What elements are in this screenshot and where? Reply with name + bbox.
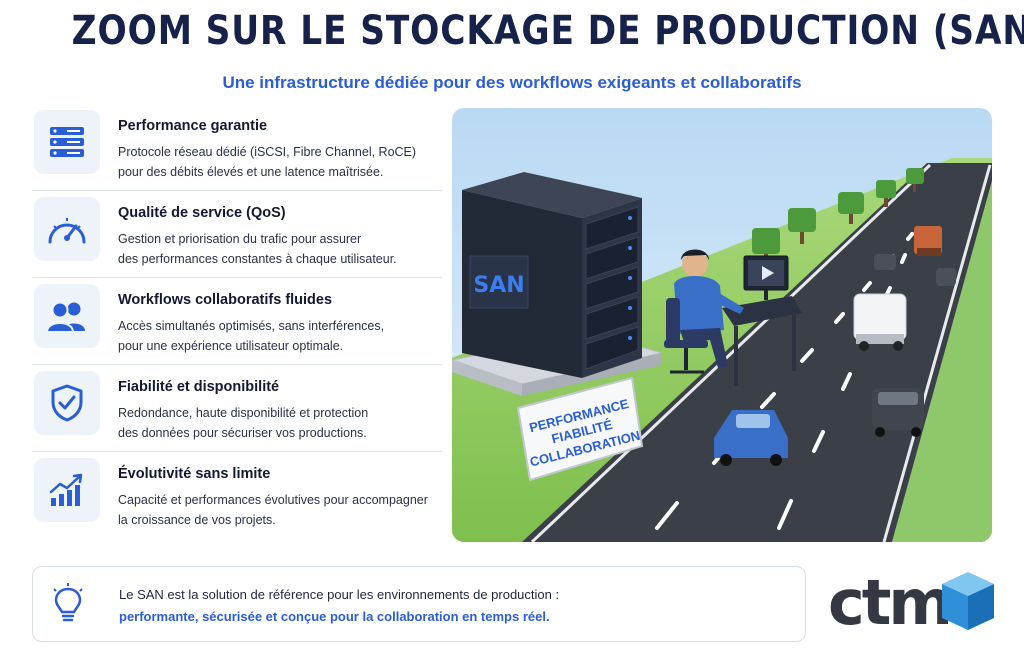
san-illustration: SAN PERFORMANCE FIABILITÉ COLLABORATION — [452, 108, 992, 542]
feature-desc-line1: Capacité et performances évolutives pour… — [118, 493, 428, 507]
logo-text: ctm — [828, 566, 953, 639]
editor-workstation — [664, 249, 802, 386]
feature-title: Fiabilité et disponibilité — [118, 379, 280, 395]
page-title: ZOOM SUR LE STOCKAGE DE PRODUCTION (SAN) — [71, 8, 1024, 54]
page-subtitle: Une infrastructure dédiée pour des workf… — [222, 73, 802, 92]
feature-desc-line2: pour des débits élevés et une latence ma… — [118, 165, 384, 179]
feature-scalability: Évolutivité sans limite Capacité et perf… — [32, 452, 442, 539]
speedometer-icon — [34, 197, 100, 261]
feature-desc-line2: la croissance de vos projets. — [118, 513, 276, 527]
feature-desc-line1: Redondance, haute disponibilité et prote… — [118, 406, 369, 420]
cars — [714, 226, 956, 466]
feature-desc-line1: Accès simultanés optimisés, sans interfé… — [118, 319, 385, 333]
footer-callout: Le SAN est la solution de référence pour… — [32, 566, 806, 642]
feature-qos: Qualité de service (QoS) Gestion et prio… — [32, 191, 442, 278]
feature-collaboration: Workflows collaboratifs fluides Accès si… — [32, 278, 442, 365]
growth-chart-icon — [34, 458, 100, 522]
shield-check-icon — [34, 371, 100, 435]
trees — [752, 168, 924, 268]
feature-title: Qualité de service (QoS) — [118, 205, 286, 221]
feature-list: Performance garantie Protocole réseau dé… — [32, 104, 442, 539]
users-icon — [34, 284, 100, 348]
feature-title: Évolutivité sans limite — [118, 466, 271, 482]
feature-title: Performance garantie — [118, 118, 268, 134]
footer-text-line1: Le SAN est la solution de référence pour… — [119, 587, 560, 602]
feature-title: Workflows collaboratifs fluides — [118, 292, 333, 308]
feature-performance: Performance garantie Protocole réseau dé… — [32, 104, 442, 191]
feature-desc-line1: Protocole réseau dédié (iSCSI, Fibre Cha… — [118, 145, 417, 159]
footer-text-line2: performante, sécurisée et conçue pour la… — [119, 609, 550, 624]
feature-desc-line2: pour une expérience utilisateur optimale… — [118, 339, 344, 353]
performance-sign: PERFORMANCE FIABILITÉ COLLABORATION — [516, 376, 644, 482]
server-label: SAN — [473, 273, 524, 298]
ctm-logo: ctm — [828, 570, 998, 640]
server-rack-icon — [34, 110, 100, 174]
feature-desc-line2: des données pour sécuriser vos productio… — [118, 426, 367, 440]
feature-desc-line1: Gestion et priorisation du trafic pour a… — [118, 232, 362, 246]
logo-cube-icon — [942, 572, 994, 630]
lightbulb-icon — [51, 583, 85, 625]
san-server: SAN — [462, 172, 642, 378]
feature-reliability: Fiabilité et disponibilité Redondance, h… — [32, 365, 442, 452]
feature-desc-line2: des performances constantes à chaque uti… — [118, 252, 397, 266]
